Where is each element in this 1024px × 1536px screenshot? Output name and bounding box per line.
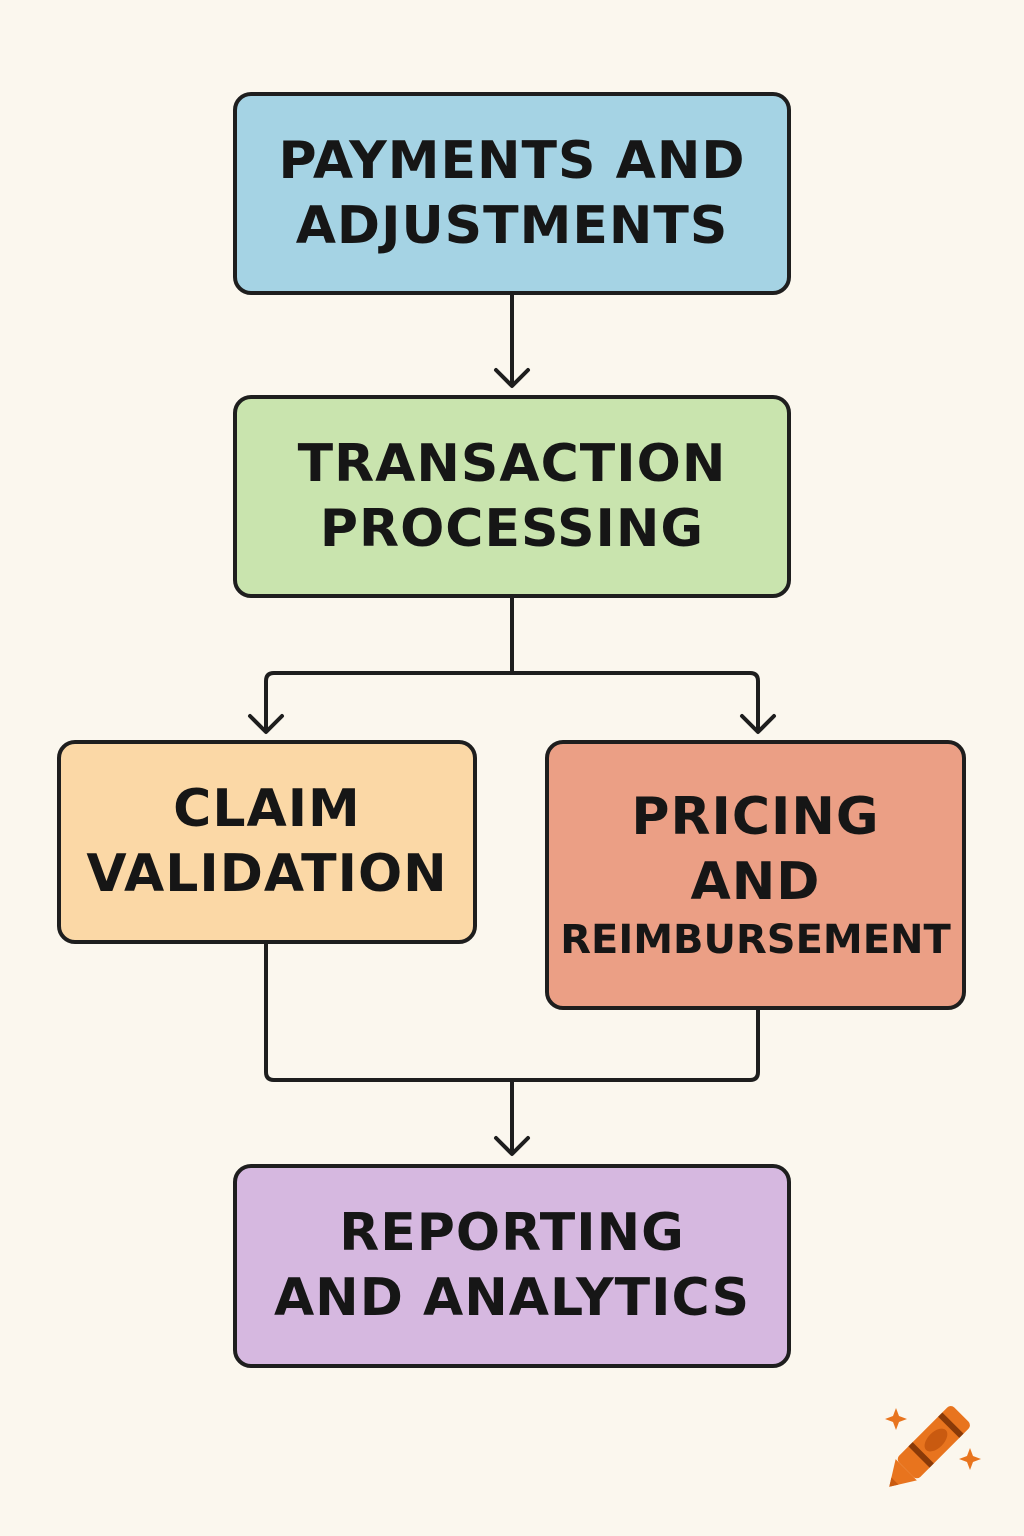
sparkle-icon xyxy=(885,1408,907,1430)
node-claim-validation: CLAIM VALIDATION xyxy=(57,740,477,944)
node-pricing-line2: AND xyxy=(690,852,821,912)
node-pricing-line3: REIMBURSEMENT xyxy=(560,917,951,963)
sparkle-icon xyxy=(959,1448,981,1470)
arrowhead-reporting xyxy=(494,1136,530,1156)
arrowhead-transaction xyxy=(494,368,530,388)
node-reporting-line2: AND ANALYTICS xyxy=(273,1268,751,1328)
node-reporting-and-analytics: REPORTING AND ANALYTICS xyxy=(233,1164,791,1368)
node-claim-line2: VALIDATION xyxy=(86,844,448,904)
node-reporting-line1: REPORTING xyxy=(339,1203,685,1263)
node-transaction-line2: PROCESSING xyxy=(319,498,705,559)
node-payments-line1: PAYMENTS AND xyxy=(278,130,746,191)
node-pricing-line1: PRICING xyxy=(631,787,880,847)
arrowhead-pricing xyxy=(740,714,776,734)
node-payments-line2: ADJUSTMENTS xyxy=(295,195,729,256)
node-claim-line1: CLAIM xyxy=(173,779,361,839)
edge-split-horizontal xyxy=(264,671,760,732)
node-transaction-line1: TRANSACTION xyxy=(297,433,727,494)
arrowhead-claim xyxy=(248,714,284,734)
crayon-icon xyxy=(885,1406,981,1487)
node-payments-and-adjustments: PAYMENTS AND ADJUSTMENTS xyxy=(233,92,791,295)
node-pricing-and-reimbursement: PRICING AND REIMBURSEMENT xyxy=(545,740,966,1010)
node-transaction-processing: TRANSACTION PROCESSING xyxy=(233,395,791,598)
